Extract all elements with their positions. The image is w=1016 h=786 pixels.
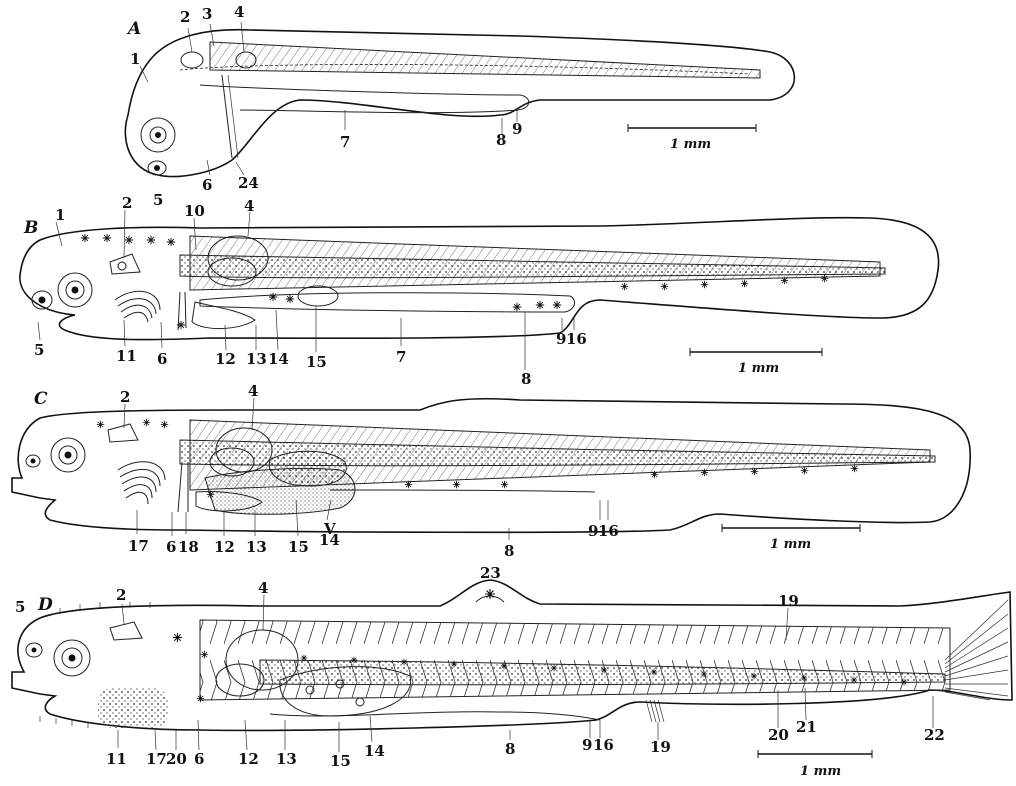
label-c-15: 15 — [288, 538, 309, 556]
label-a-3: 3 — [202, 5, 212, 23]
label-d-15: 15 — [330, 752, 351, 770]
label-d-13: 13 — [276, 750, 297, 768]
panel-a-otic-vesicle — [181, 52, 203, 68]
label-b-11: 11 — [116, 347, 137, 365]
label-a-2: 2 — [180, 8, 190, 26]
panel-c-swim-bladder — [269, 451, 346, 486]
label-b-6: 6 — [157, 350, 167, 368]
panel-b-swim-bladder — [298, 286, 338, 306]
label-b-8: 8 — [521, 370, 531, 388]
label-c-18: 18 — [178, 538, 199, 556]
label-a-5: 5 — [153, 191, 163, 209]
panel-b-letter: B — [23, 218, 38, 238]
label-a-8: 8 — [496, 131, 506, 149]
panel-a-scale-bar: 1 mm — [628, 124, 756, 152]
scale-label-c: 1 mm — [770, 537, 811, 552]
panel-b-scale-bar: 1 mm — [690, 348, 822, 376]
panel-d-letter: D — [37, 595, 53, 615]
label-d-23: 23 — [480, 564, 501, 582]
panel-d-otic-vesicle — [110, 622, 142, 640]
label-c-9: 9 — [588, 522, 598, 540]
scale-label-d: 1 mm — [800, 764, 841, 779]
label-b-16: 16 — [566, 330, 587, 348]
label-d-9: 9 — [582, 736, 592, 754]
scale-label-b: 1 mm — [738, 361, 779, 376]
label-d-2: 2 — [116, 586, 126, 604]
label-c-2: 2 — [120, 388, 130, 406]
label-d-5: 5 — [15, 598, 25, 616]
label-b-15: 15 — [306, 353, 327, 371]
panel-c-heart — [178, 462, 188, 512]
label-b-12: 12 — [215, 350, 236, 368]
panel-c-letter: C — [34, 389, 48, 409]
label-d-17: 17 — [146, 750, 167, 768]
label-c-6: 6 — [166, 538, 176, 556]
label-d-8: 8 — [505, 740, 515, 758]
label-c-14-tick: V — [323, 520, 336, 538]
label-a-4: 4 — [234, 3, 244, 21]
panel-a-heart-line — [222, 75, 232, 158]
label-b-4: 4 — [244, 197, 254, 215]
panel-d-gill-filaments — [98, 688, 168, 728]
panel-a-yolk-sac — [200, 85, 529, 113]
panel-d-intestine — [270, 712, 600, 720]
label-b-5: 5 — [34, 341, 44, 359]
label-b-7: 7 — [396, 348, 406, 366]
panel-d-caudal-fin-rays — [945, 600, 1008, 700]
panel-b-gill-arches — [115, 291, 160, 322]
panel-c-intestine — [330, 490, 595, 492]
label-a-6: 6 — [202, 176, 212, 194]
label-c-13: 13 — [246, 538, 267, 556]
label-d-11: 11 — [106, 750, 127, 768]
label-d-22: 22 — [924, 726, 945, 744]
panel-b: B — [20, 194, 939, 388]
label-d-16: 16 — [593, 736, 614, 754]
label-d-4: 4 — [258, 579, 268, 597]
panel-a: A 1 2 3 4 5 6 7 8 9 — [125, 3, 794, 209]
label-c-12: 12 — [214, 538, 235, 556]
label-d-14: 14 — [364, 742, 385, 760]
label-d-19-bottom: 19 — [650, 738, 671, 756]
label-a-9: 9 — [512, 120, 522, 138]
label-d-20-right: 20 — [768, 726, 789, 744]
label-b-14: 14 — [268, 350, 289, 368]
panel-d: D — [12, 564, 1012, 779]
label-d-19-top: 19 — [778, 592, 799, 610]
label-a-24: 24 — [238, 174, 259, 192]
label-c-8: 8 — [504, 542, 514, 560]
label-b-13: 13 — [246, 350, 267, 368]
label-b-9: 9 — [556, 330, 566, 348]
panel-a-myotomes — [210, 42, 760, 78]
panel-c-gill-arches — [118, 462, 165, 504]
label-c-16: 16 — [598, 522, 619, 540]
panel-c: C — [12, 382, 970, 560]
label-b-2: 2 — [122, 194, 132, 212]
label-d-12: 12 — [238, 750, 259, 768]
label-d-6: 6 — [194, 750, 204, 768]
scale-label-a: 1 mm — [670, 137, 711, 152]
label-b-1: 1 — [55, 206, 65, 224]
label-d-20-left: 20 — [166, 750, 187, 768]
label-c-4: 4 — [248, 382, 258, 400]
label-a-7: 7 — [340, 133, 350, 151]
label-d-21: 21 — [796, 718, 817, 736]
label-c-17: 17 — [128, 537, 149, 555]
label-a-1: 1 — [130, 50, 140, 68]
panel-c-otic-vesicle — [108, 424, 138, 442]
panel-b-gut — [200, 293, 575, 312]
label-b-10: 10 — [184, 202, 205, 220]
panel-c-scale-bar: 1 mm — [722, 524, 860, 552]
panel-a-letter: A — [126, 19, 141, 39]
panel-d-scale-bar: 1 mm — [758, 750, 872, 779]
